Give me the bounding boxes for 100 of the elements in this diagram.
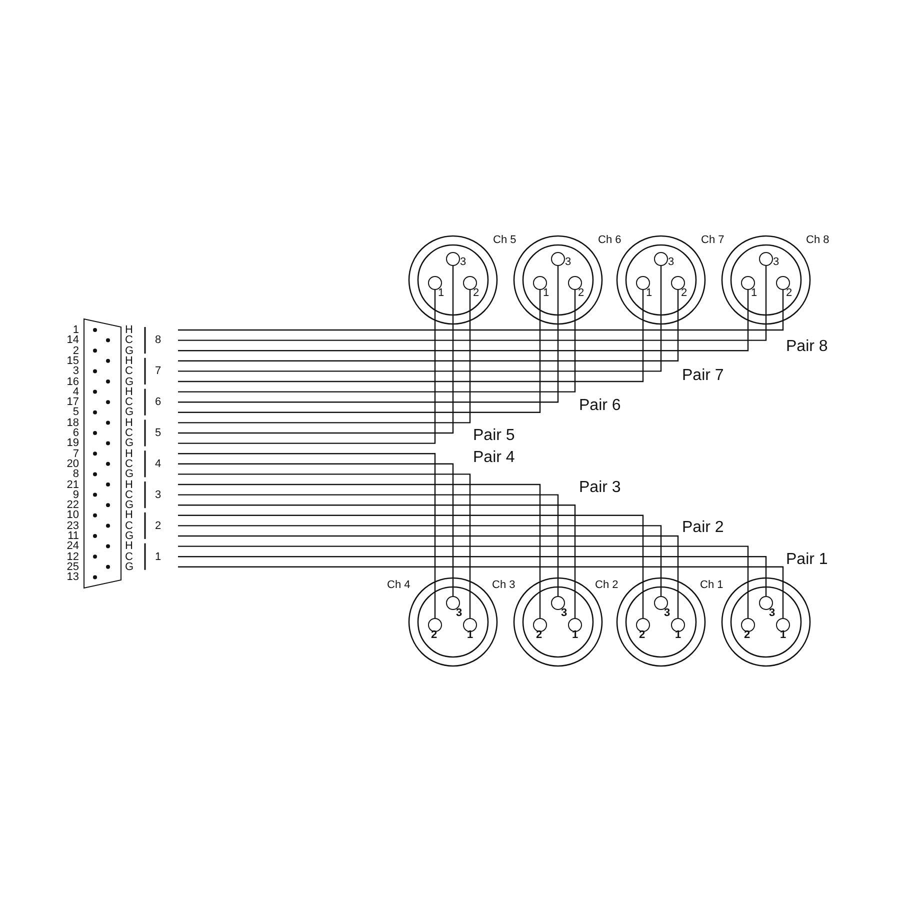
wire-code: H — [125, 480, 133, 490]
pin-number: 2 — [578, 288, 584, 299]
wire — [178, 463, 454, 596]
wire-code: C — [125, 490, 133, 500]
pin-number: 20 — [66, 458, 79, 469]
pin-number: 23 — [66, 520, 79, 531]
wire-code: G — [125, 500, 134, 510]
pair-number: 4 — [155, 458, 162, 469]
wire-code: C — [125, 335, 133, 346]
wire-code: G — [125, 562, 134, 572]
wire-code: C — [125, 458, 133, 469]
wire-code: G — [125, 438, 134, 448]
wire — [178, 494, 559, 596]
wire — [178, 290, 436, 444]
pin-number: 11 — [68, 531, 79, 541]
pin-number: 24 — [66, 541, 79, 552]
wire — [178, 546, 749, 618]
pin-number: 2 — [72, 346, 79, 356]
pin-number: 3 — [565, 257, 572, 268]
pin-number: 1 — [438, 288, 444, 299]
pin-number: 3 — [460, 257, 466, 268]
channel-label: Ch 5 — [493, 234, 516, 246]
wire-code: G — [125, 346, 134, 356]
pin-number: 3 — [668, 257, 674, 268]
wire — [178, 290, 471, 424]
pin-number: 3 — [773, 257, 780, 268]
wire — [178, 453, 436, 618]
wire — [178, 290, 576, 392]
pair-number: 7 — [155, 366, 162, 376]
channel-label: Ch 7 — [701, 234, 724, 246]
pin-number: 3 — [72, 366, 79, 376]
wire-code: H — [125, 386, 133, 397]
pin-number: 3 — [456, 608, 462, 619]
wire-code: C — [125, 552, 133, 562]
wire — [178, 525, 662, 596]
wire-code: H — [125, 418, 133, 428]
wire — [178, 266, 662, 372]
pin-number: 17 — [66, 397, 79, 408]
wire-code: G — [125, 469, 134, 480]
wire-code: H — [125, 510, 133, 520]
pin-number: 2 — [473, 288, 480, 299]
wire-code: C — [125, 428, 133, 438]
pin-number: 1 — [543, 288, 550, 299]
wire — [178, 484, 541, 618]
wire-code: C — [125, 397, 133, 408]
wire — [178, 266, 559, 403]
channel-label: Ch 1 — [700, 579, 724, 591]
pair-number: 8 — [155, 335, 162, 346]
channel-label: Ch 8 — [806, 234, 830, 246]
wire — [178, 504, 576, 618]
channel-label: Ch 4 — [387, 579, 410, 591]
pin-number: 1 — [751, 288, 758, 299]
wire — [178, 290, 644, 382]
pin-number: 6 — [72, 428, 79, 438]
pin-number: 8 — [72, 469, 79, 480]
channel-label: Ch 6 — [598, 234, 622, 246]
pin-number: 10 — [66, 510, 79, 520]
wire-code: G — [125, 531, 134, 541]
pair-number: 6 — [155, 397, 162, 408]
pin-number: 3 — [664, 608, 670, 619]
wire — [178, 535, 679, 618]
wire-code: H — [125, 448, 133, 459]
pin-number: 13 — [66, 572, 79, 582]
pair-number: 5 — [155, 428, 162, 438]
pin-number: 15 — [66, 356, 79, 366]
pin-number: 3 — [769, 608, 776, 619]
wire — [178, 290, 749, 352]
wire — [178, 556, 767, 596]
wire — [178, 474, 471, 618]
pin-number: 3 — [561, 608, 568, 619]
pair-number: 1 — [155, 552, 162, 562]
wire-code: C — [125, 520, 133, 531]
pin-number: 1 — [646, 288, 652, 299]
wire — [178, 266, 767, 341]
channel-label: Ch 2 — [595, 579, 618, 591]
pin-number: 9 — [72, 490, 79, 500]
wire — [178, 290, 784, 331]
pin-number: 2 — [786, 288, 792, 299]
pin-number: 22 — [66, 500, 79, 510]
pin-number: 18 — [66, 418, 79, 428]
pin-number: 5 — [72, 407, 79, 418]
wire — [178, 566, 784, 618]
pin-number: 14 — [66, 335, 79, 346]
pin-number: 16 — [66, 376, 79, 386]
pin-number: 4 — [72, 386, 79, 397]
wire-code: C — [125, 366, 133, 376]
wire — [178, 290, 679, 362]
wire-code: H — [125, 325, 133, 335]
pin-number: 2 — [681, 288, 688, 299]
wire — [178, 514, 644, 618]
wire-code: G — [125, 407, 134, 418]
pair-number: 2 — [155, 520, 162, 531]
wire — [178, 290, 541, 413]
pin-number: 1 — [72, 325, 79, 335]
pin-number: 7 — [72, 448, 79, 459]
channel-label: Ch 3 — [492, 579, 516, 591]
wire-code: H — [125, 541, 133, 552]
pin-number: 12 — [66, 552, 79, 562]
pin-number: 21 — [66, 480, 79, 490]
pair-number: 3 — [155, 490, 162, 500]
